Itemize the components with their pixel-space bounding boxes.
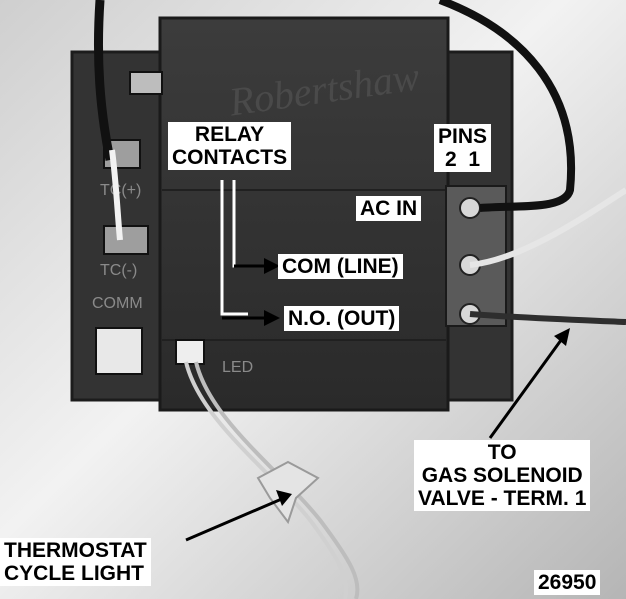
wire-led-pair [194, 361, 360, 599]
arrow-thermostat-head [276, 490, 292, 506]
relay-bracket-line [220, 180, 248, 316]
wire-com [469, 187, 626, 268]
relay-contacts-label: RELAY CONTACTS [168, 122, 292, 170]
no-out-label: N.O. (OUT) [284, 306, 400, 331]
led-connector [175, 339, 205, 365]
arrow-no-head [264, 310, 280, 326]
comm-connector [95, 327, 143, 375]
label-tc-plus: TC(+) [100, 182, 141, 199]
wire-led-pair [184, 361, 349, 599]
wire-ac-in [438, 0, 576, 212]
wire-top-left [93, 0, 115, 161]
thermostat-label: THERMOSTAT CYCLE LIGHT [0, 538, 151, 586]
gas-solenoid-label: TO GAS SOLENOID VALVE - TERM. 1 [414, 440, 591, 511]
ac-in-terminal [459, 197, 481, 219]
arrow-gas [488, 335, 566, 439]
com-line-label: COM (LINE) [278, 254, 403, 279]
pins-label: PINS 2 1 [434, 124, 492, 172]
label-comm: COMM [92, 295, 143, 312]
connector-top [129, 71, 163, 95]
thermostat-bulb [256, 460, 320, 525]
wire-out [469, 311, 626, 325]
ac-in-label: AC IN [356, 196, 422, 221]
figure-number: 26950 [534, 570, 601, 595]
pins-numbers: 2 1 [444, 148, 481, 171]
arrow-thermostat [185, 496, 285, 542]
label-tc-minus: TC(-) [100, 262, 137, 279]
label-led: LED [222, 359, 253, 376]
arrow-com-head [264, 258, 280, 274]
arrow-gas-head [554, 328, 570, 346]
wire-white-tc [109, 149, 123, 241]
tc-minus-terminal [103, 225, 149, 255]
